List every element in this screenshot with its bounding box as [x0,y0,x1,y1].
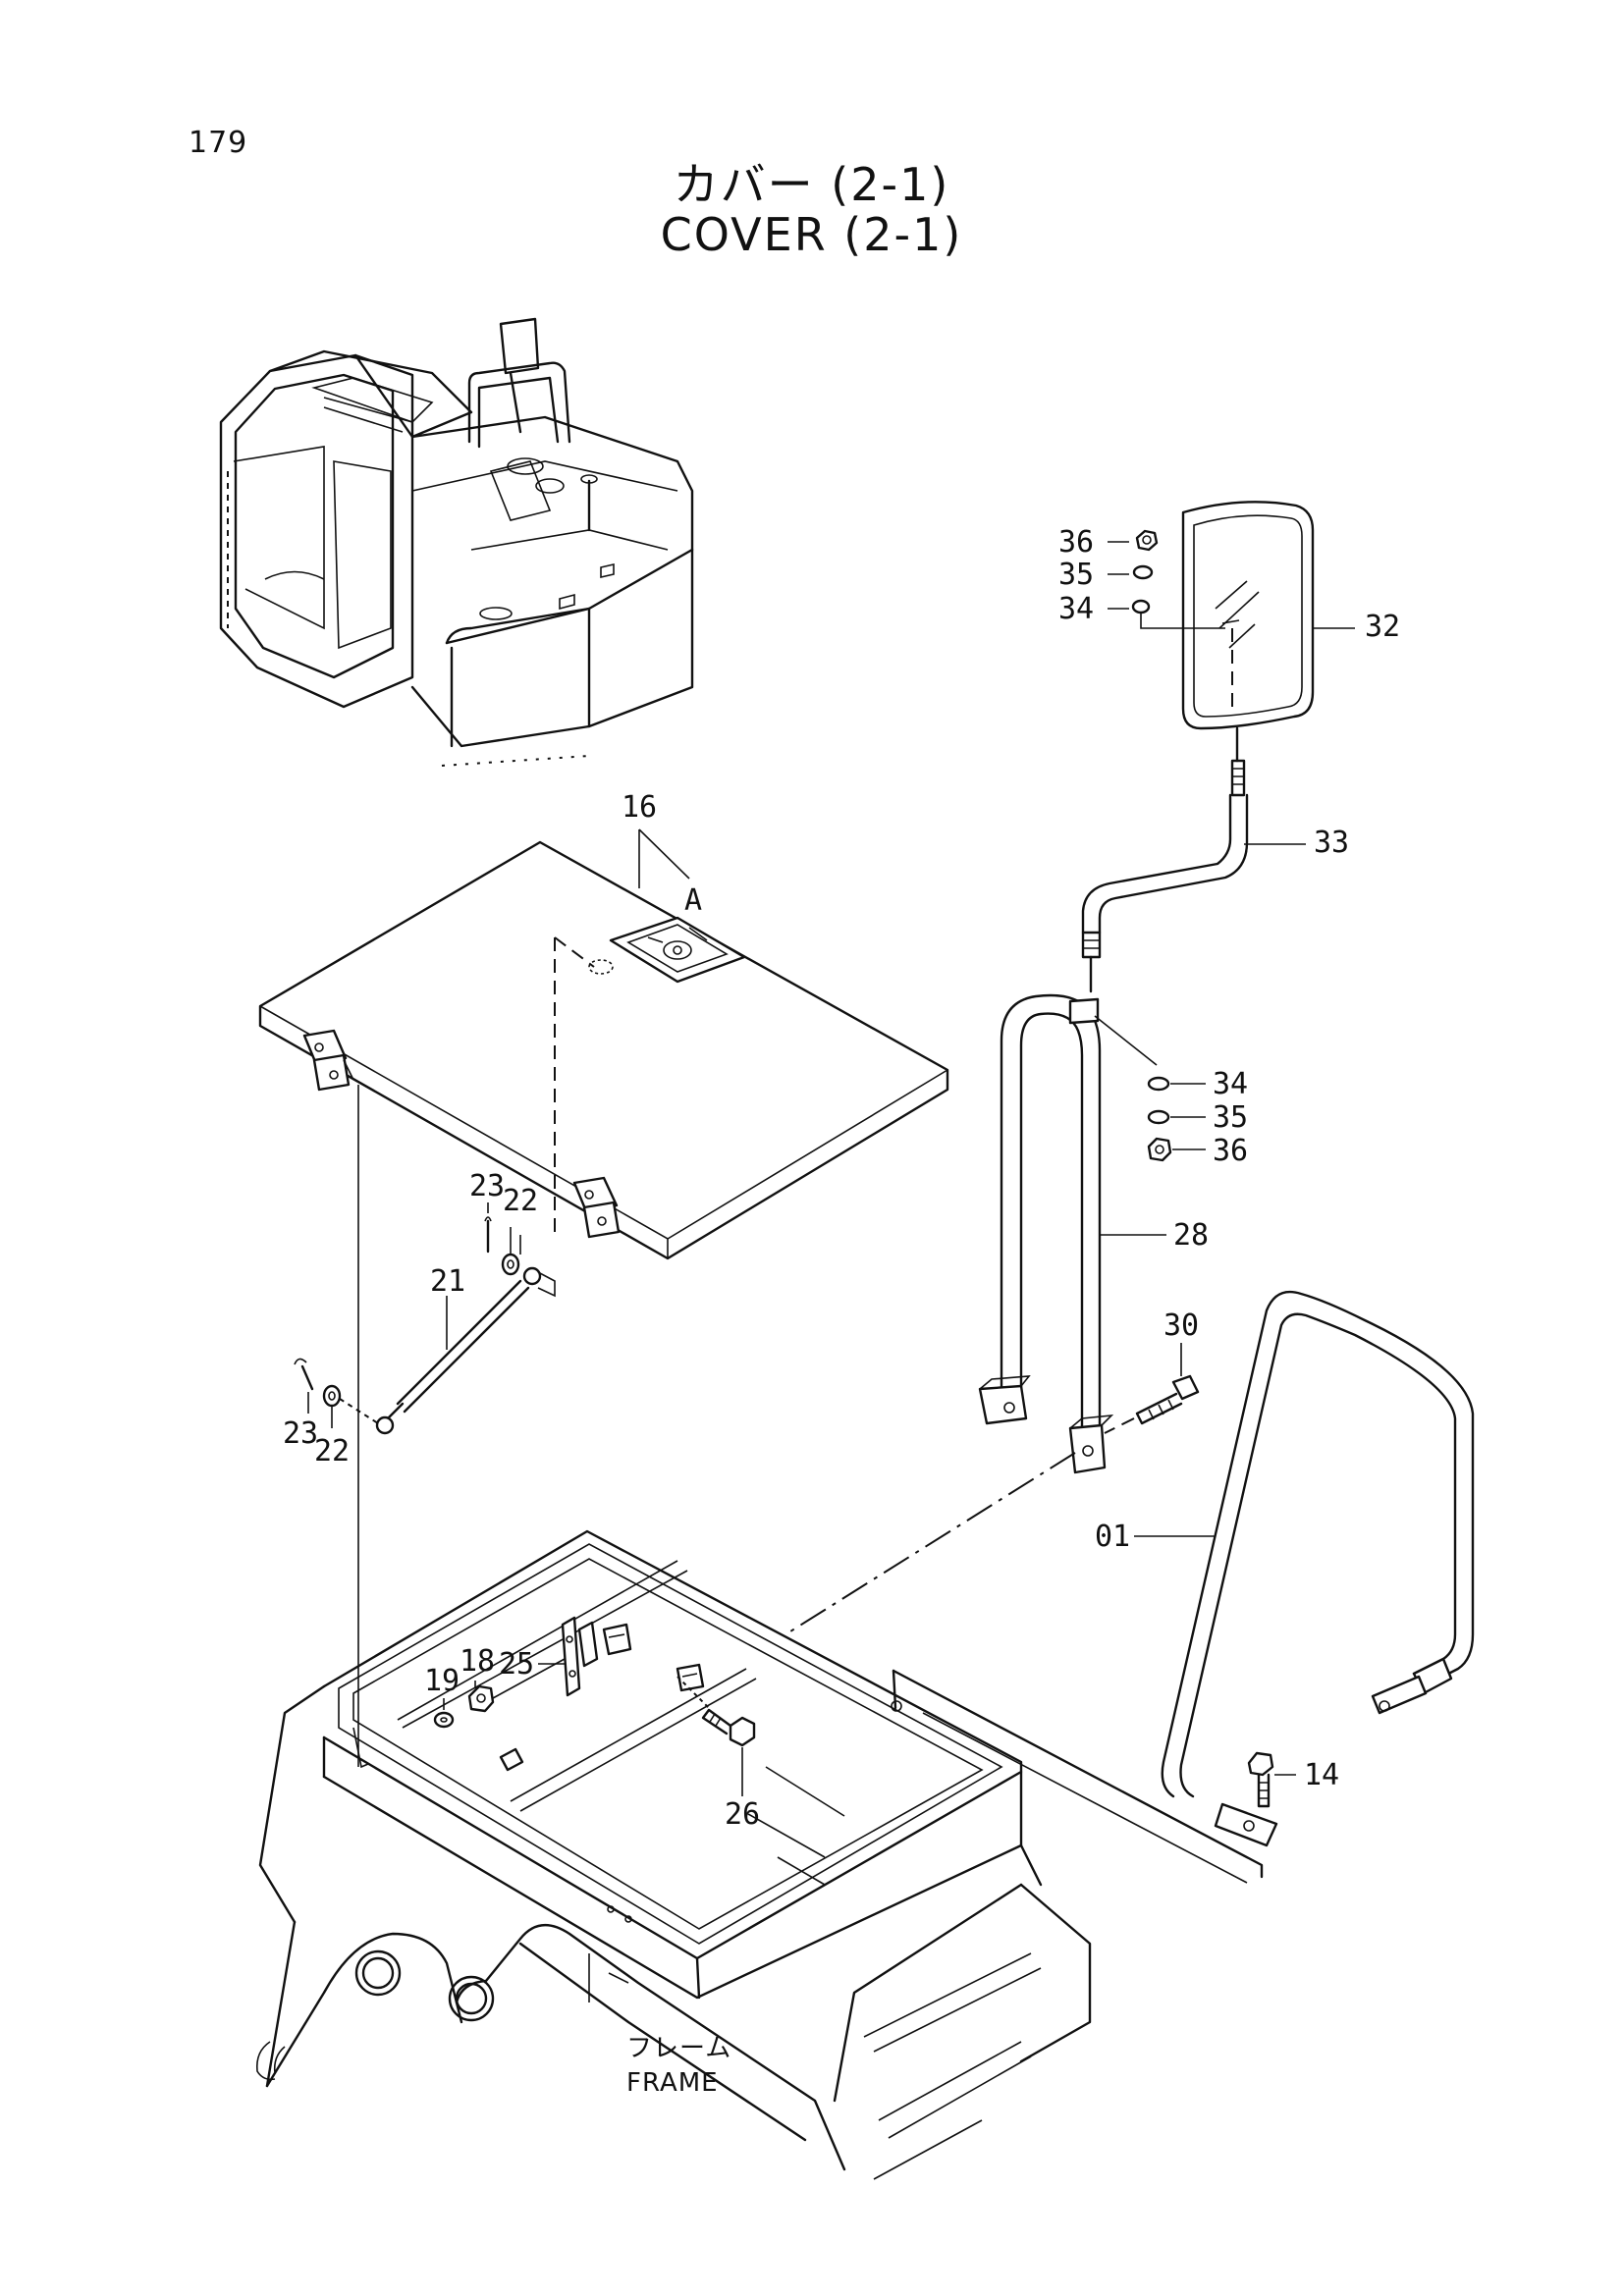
label-bracket-washer: 19 [424,1664,460,1698]
label-washer-bottom: 34 [1213,1067,1248,1101]
label-bracket: 25 [499,1647,534,1682]
page-title-japanese: カバー (2-1) [673,158,950,211]
washer-bottom-icon [1147,1076,1170,1092]
label-cover-ref: A [684,883,702,918]
part-number-labels: 16 A 32 33 36 35 34 34 35 36 28 30 01 14… [283,525,1400,2098]
label-nut-bottom: 36 [1213,1134,1248,1168]
gas-spring [375,1266,556,1435]
washer-upper-icon [501,1253,520,1276]
mirror-stay [1081,793,1249,993]
mirror-assembly [1131,501,1315,797]
label-washer-lower: 22 [314,1434,350,1468]
lock-bracket [561,1616,710,1709]
page-number: 179 [189,126,248,160]
bracket-nut-icon [467,1684,495,1713]
nut-bottom-icon [1147,1137,1172,1162]
split-pin-upper-icon [484,1216,492,1254]
upper-frame [255,1529,1264,2180]
label-handrail-front: 01 [1095,1520,1130,1554]
label-cover: 16 [622,790,657,825]
bracket-bolt [499,1708,756,1772]
label-pin-lower: 23 [283,1416,318,1451]
label-frame-english: FRAME [626,2068,719,2098]
label-bracket-bolt: 26 [725,1797,760,1832]
page-title-english: COVER (2-1) [660,208,963,261]
handrail-rear [978,993,1114,1474]
bracket-washer-icon [433,1711,455,1729]
label-front-bolt: 14 [1304,1758,1339,1792]
washer-top-icon [1131,599,1151,614]
engine-cover-panel [258,840,949,1260]
label-nut-top: 36 [1058,525,1094,560]
label-pin-upper: 23 [469,1169,505,1203]
label-frame-japanese: フレーム [626,2034,731,2063]
lockwasher-bottom-icon [1147,1109,1170,1125]
hinge-left-icon [302,1029,354,1092]
label-handrail-bolt: 30 [1163,1308,1199,1343]
nut-top-icon [1135,529,1159,552]
label-washer-top: 34 [1058,592,1094,626]
front-handrail-bolt [1247,1751,1274,1808]
label-handrail: 28 [1173,1218,1209,1253]
label-mirror: 32 [1365,610,1400,644]
leader-lines [443,541,1355,1796]
label-bracket-nut: 18 [460,1644,495,1679]
label-gas-spring: 21 [430,1264,465,1299]
excavator-overview-illustration [219,317,694,767]
washer-lower-icon [322,1384,342,1408]
hinge-right-icon [572,1176,621,1239]
label-washer-upper: 22 [503,1184,538,1218]
label-lockwasher-top: 35 [1058,558,1094,592]
lockwasher-top-icon [1132,564,1154,580]
label-lockwasher-bottom: 35 [1213,1100,1248,1135]
handrail-front [1161,1290,1475,1847]
split-pin-lower-icon [294,1358,314,1391]
label-mirror-stay: 33 [1314,826,1349,860]
handrail-bolt [1104,1374,1200,1434]
